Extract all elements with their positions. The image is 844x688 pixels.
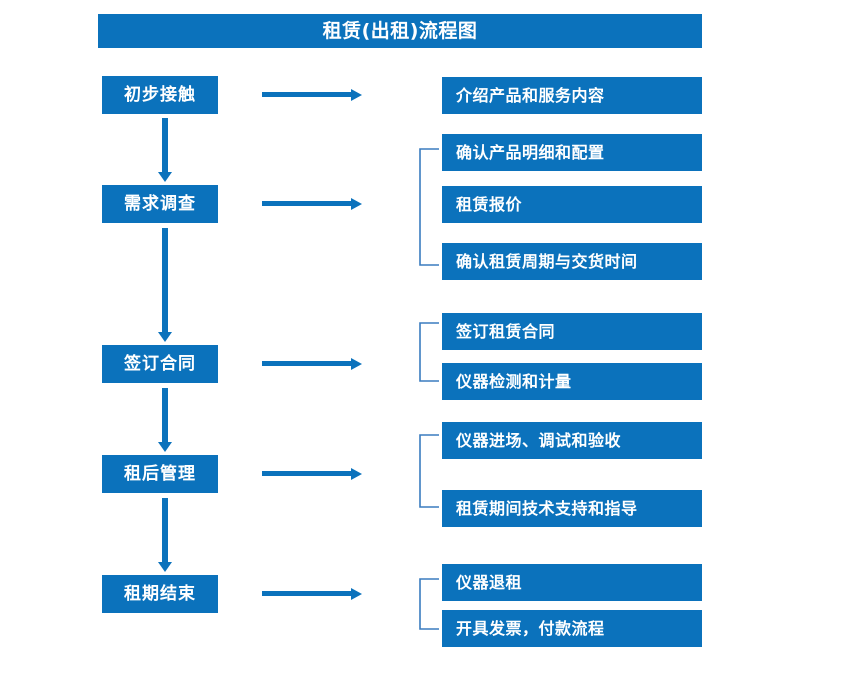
group-bracket-4 <box>418 434 440 508</box>
task-node-3-2[interactable]: 仪器检测和计量 <box>442 363 702 400</box>
stage-node-1[interactable]: 初步接触 <box>102 76 218 114</box>
stage-node-2[interactable]: 需求调查 <box>102 185 218 223</box>
right-arrow-icon-1 <box>262 88 362 102</box>
stage-node-label: 租期结束 <box>124 583 196 604</box>
vertical-arrow-icon-1 <box>157 118 173 182</box>
task-node-2-1[interactable]: 确认产品明细和配置 <box>442 134 702 171</box>
task-node-label: 仪器检测和计量 <box>456 371 572 391</box>
task-node-4-2[interactable]: 租赁期间技术支持和指导 <box>442 490 702 527</box>
chart-title: 租赁(出租)流程图 <box>322 19 478 42</box>
task-node-label: 介绍产品和服务内容 <box>456 85 605 105</box>
vertical-arrow-icon-4 <box>157 498 173 572</box>
stage-node-label: 需求调查 <box>124 193 196 214</box>
task-node-label: 仪器退租 <box>456 572 523 592</box>
task-node-5-2[interactable]: 开具发票，付款流程 <box>442 610 702 647</box>
chart-title-bar: 租赁(出租)流程图 <box>98 14 702 48</box>
task-node-label: 仪器进场、调试和验收 <box>456 430 622 450</box>
task-node-label: 租赁期间技术支持和指导 <box>456 498 638 518</box>
task-node-3-1[interactable]: 签订租赁合同 <box>442 313 702 350</box>
task-node-label: 确认租赁周期与交货时间 <box>456 251 638 271</box>
group-bracket-2 <box>418 148 440 266</box>
task-node-label: 确认产品明细和配置 <box>456 142 605 162</box>
vertical-arrow-icon-2 <box>157 228 173 342</box>
stage-node-label: 租后管理 <box>124 463 196 484</box>
right-arrow-icon-3 <box>262 357 362 371</box>
group-bracket-3 <box>418 322 440 382</box>
right-arrow-icon-4 <box>262 467 362 481</box>
right-arrow-icon-5 <box>262 587 362 601</box>
vertical-arrow-icon-3 <box>157 388 173 452</box>
right-arrow-icon-2 <box>262 197 362 211</box>
stage-node-label: 初步接触 <box>124 84 196 105</box>
task-node-2-2[interactable]: 租赁报价 <box>442 186 702 223</box>
stage-node-5[interactable]: 租期结束 <box>102 575 218 613</box>
task-node-label: 签订租赁合同 <box>456 321 556 341</box>
stage-node-4[interactable]: 租后管理 <box>102 455 218 493</box>
task-node-1-1[interactable]: 介绍产品和服务内容 <box>442 77 702 114</box>
stage-node-label: 签订合同 <box>124 353 196 374</box>
task-node-4-1[interactable]: 仪器进场、调试和验收 <box>442 422 702 459</box>
task-node-2-3[interactable]: 确认租赁周期与交货时间 <box>442 243 702 280</box>
stage-node-3[interactable]: 签订合同 <box>102 345 218 383</box>
task-node-5-1[interactable]: 仪器退租 <box>442 564 702 601</box>
task-node-label: 租赁报价 <box>456 194 523 214</box>
group-bracket-5 <box>418 578 440 630</box>
task-node-label: 开具发票，付款流程 <box>456 618 605 638</box>
